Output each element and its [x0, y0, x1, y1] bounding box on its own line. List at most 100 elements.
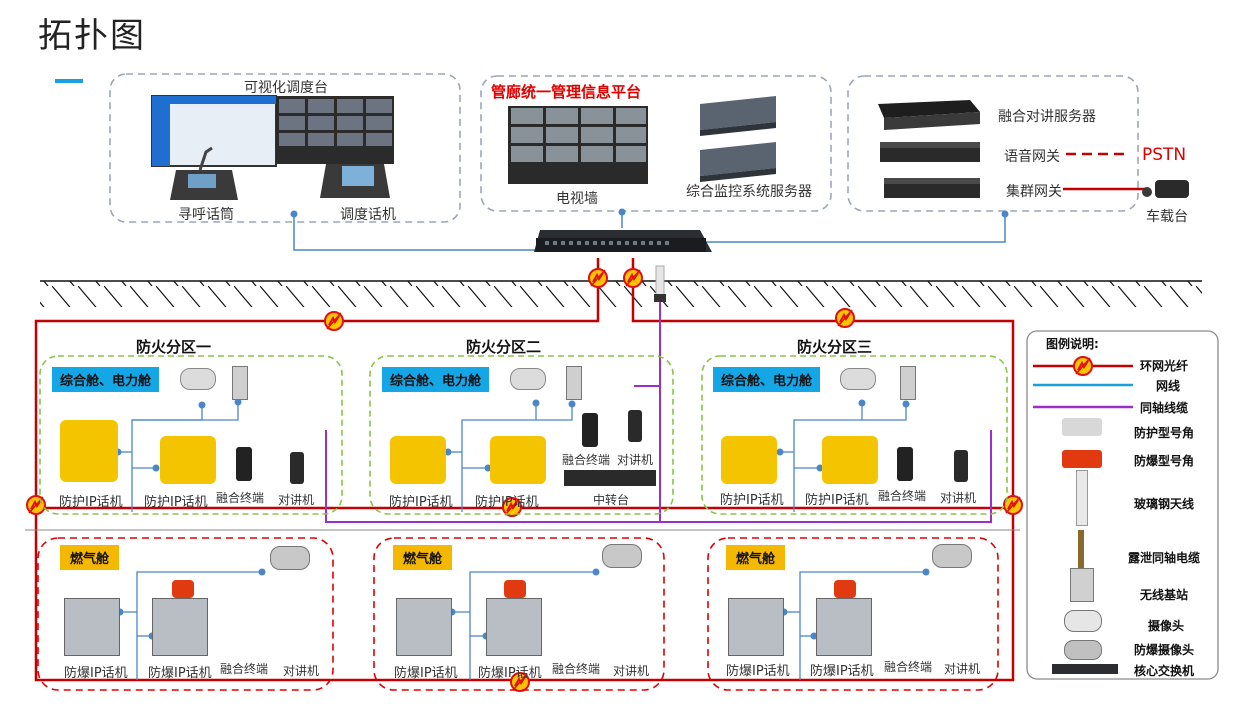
explosion-proof-ip-phone-icon [816, 598, 872, 656]
protective-ip-phone-icon [490, 436, 546, 484]
explosion-proof-ip-phone-icon [152, 598, 208, 656]
explosion-proof-horn-icon [504, 580, 526, 598]
legend-core-switch: 核心交换机 [1134, 664, 1195, 678]
gas-zone-2-tag: 燃气舱 [393, 545, 453, 570]
protective-ip-phone-icon [822, 436, 878, 484]
explosion-proof-camera-icon [932, 544, 972, 568]
zone-1-label-4: 对讲机 [278, 493, 315, 507]
gas-zone-3-label-4: 对讲机 [944, 662, 981, 676]
gas-zone-2-label-3: 融合终端 [552, 662, 601, 676]
gas-zone-3-label-2: 防爆IP话机 [810, 664, 874, 679]
zone-3-box [701, 355, 1008, 515]
explosion-proof-camera-icon [1064, 640, 1102, 660]
wireless-base-station-icon [232, 366, 248, 400]
zone-1-label-2: 防护IP话机 [144, 495, 208, 510]
explosion-proof-ip-phone-icon [486, 598, 542, 656]
zone-2-title: 防火分区二 [466, 338, 542, 356]
camera-icon [510, 368, 546, 390]
fusion-terminal-icon [582, 413, 598, 447]
camera-icon [1064, 610, 1102, 632]
gas-zone-1-box [37, 537, 334, 691]
dispatch-group-box [109, 73, 461, 223]
zone-3-cabin-tag: 综合舱、电力舱 [713, 367, 821, 392]
gas-zone-1-tag: 燃气舱 [60, 545, 120, 570]
protective-ip-phone-icon [160, 436, 216, 484]
title-accent-bar [55, 79, 83, 83]
gas-zone-1-label-1: 防爆IP话机 [64, 666, 128, 681]
gas-zone-3-label-3: 融合终端 [884, 660, 933, 674]
voice-gateway-label: 语音网关 [1004, 149, 1060, 165]
walkie-talkie-icon [954, 450, 968, 482]
zone-3-label-2: 防护IP话机 [805, 493, 869, 508]
repeater-icon [564, 470, 656, 486]
vehicle-radio-label: 车载台 [1146, 209, 1188, 225]
legend-glass-antenna: 玻璃钢天线 [1134, 497, 1195, 511]
dispatch-phone-label: 调度话机 [340, 207, 396, 223]
explosion-proof-horn-icon [834, 580, 856, 598]
zone-2-cabin-tag: 综合舱、电力舱 [382, 367, 490, 392]
leaky-cable-icon [1078, 530, 1084, 576]
zone-3-title: 防火分区三 [797, 338, 873, 356]
legend-camera: 摄像头 [1148, 619, 1185, 633]
legend-base-station: 无线基站 [1140, 588, 1189, 602]
tv-wall-label: 电视墙 [556, 191, 598, 207]
legend-coax: 同轴线缆 [1140, 401, 1189, 415]
zone-1-box [39, 355, 343, 515]
explosion-proof-camera-icon [602, 544, 642, 568]
wireless-base-station-icon [566, 366, 582, 400]
gas-zone-2-label-2: 防爆IP话机 [478, 666, 542, 681]
legend-title: 图例说明: [1046, 337, 1099, 351]
gas-zone-1-label-2: 防爆IP话机 [148, 666, 212, 681]
fusion-terminal-icon [236, 447, 252, 481]
camera-icon [180, 368, 216, 390]
camera-icon [840, 368, 876, 390]
page-title: 拓扑图 [38, 16, 146, 56]
protective-ip-phone-icon [721, 436, 777, 484]
platform-title: 管廊统一管理信息平台 [491, 83, 642, 101]
zone-3-label-3: 融合终端 [878, 489, 927, 503]
explosion-proof-ip-phone-icon [728, 598, 784, 656]
legend-explosion-horn: 防爆型号角 [1134, 454, 1195, 468]
wireless-base-station-icon [1070, 568, 1094, 602]
explosion-proof-ip-phone-icon [396, 598, 452, 656]
fusion-terminal-icon [897, 447, 913, 481]
zone-2-box [369, 355, 674, 515]
explosion-proof-horn-icon [1062, 450, 1102, 468]
gas-zone-2-label-4: 对讲机 [613, 664, 650, 678]
gas-zone-1-label-4: 对讲机 [283, 664, 320, 678]
monitor-server-label: 综合监控系统服务器 [686, 184, 812, 200]
intercom-server-label: 融合对讲服务器 [998, 109, 1096, 125]
core-switch-icon [1052, 664, 1118, 674]
trunk-gateway-label: 集群网关 [1006, 184, 1062, 200]
legend-protective-horn: 防护型号角 [1134, 426, 1195, 440]
gas-zone-3-label-1: 防爆IP话机 [726, 664, 790, 679]
zone-2-label-3: 融合终端 [562, 453, 611, 467]
zone-3-label-4: 对讲机 [940, 491, 977, 505]
pstn-label: PSTN [1142, 145, 1187, 165]
protective-horn-icon [1062, 418, 1102, 436]
gas-zone-2-box [373, 537, 665, 691]
protective-ip-phone-icon [390, 436, 446, 484]
gas-zone-3-tag: 燃气舱 [726, 545, 786, 570]
legend-network: 网线 [1156, 379, 1181, 393]
legend-fiber: 环网光纤 [1140, 359, 1189, 373]
zone-2-label-1: 防护IP话机 [389, 495, 453, 510]
zone-1-cabin-tag: 综合舱、电力舱 [52, 367, 160, 392]
zone-1-label-1: 防护IP话机 [59, 495, 123, 510]
dispatch-console-title: 可视化调度台 [244, 80, 328, 96]
explosion-proof-horn-icon [172, 580, 194, 598]
platform-group-box [480, 75, 832, 212]
walkie-talkie-icon [628, 410, 642, 442]
zone-1-title: 防火分区一 [136, 338, 212, 356]
zone-2-label-2: 防护IP话机 [475, 495, 539, 510]
zone-2-label-5: 中转台 [593, 493, 630, 507]
explosion-proof-ip-phone-icon [64, 598, 120, 656]
gas-zone-1-label-3: 融合终端 [220, 662, 269, 676]
zone-3-label-1: 防护IP话机 [720, 493, 784, 508]
zone-1-label-3: 融合终端 [216, 491, 265, 505]
explosion-proof-camera-icon [270, 546, 310, 570]
pager-label: 寻呼话筒 [178, 207, 234, 223]
protective-ip-phone-icon [60, 420, 118, 482]
wireless-base-station-icon [900, 366, 916, 400]
glass-antenna-icon [1076, 470, 1088, 526]
